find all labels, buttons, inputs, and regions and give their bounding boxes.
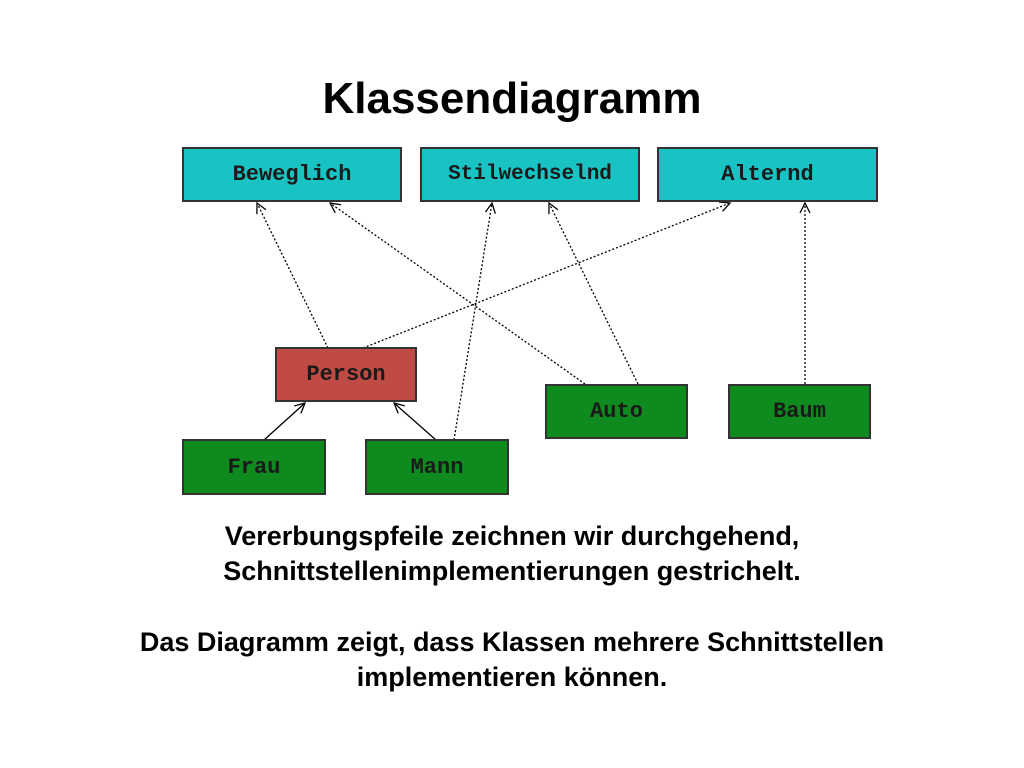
class-baum-label: Baum <box>773 399 826 424</box>
class-frau-label: Frau <box>227 454 281 480</box>
interface-beweglich-label: Beweglich <box>232 162 352 187</box>
explanation-line-2: Schnittstellenimplementierungen gestrich… <box>223 556 801 586</box>
interface-beweglich[interactable]: Beweglich <box>182 147 402 202</box>
explanation-line-4: implementieren können. <box>356 662 668 692</box>
explanation-line-1: Vererbungspfeile zeichnen wir durchgehen… <box>224 521 800 551</box>
class-auto[interactable]: Auto <box>545 384 688 439</box>
explanation-text-2: Das Diagramm zeigt, dass Klassen mehrere… <box>0 625 1024 695</box>
interface-alternd-label: Alternd <box>721 162 814 187</box>
class-mann[interactable]: Mann <box>365 439 509 495</box>
class-person[interactable]: Person <box>275 347 417 402</box>
interface-stilwechselnd[interactable]: Stilwechselnd <box>420 147 640 202</box>
class-auto-label: Auto <box>590 399 643 424</box>
frau-to-person-arrow <box>263 403 305 441</box>
person-to-alternd-dashed-arrow <box>362 203 730 349</box>
class-mann-label: Mann <box>410 454 464 480</box>
interface-alternd[interactable]: Alternd <box>657 147 878 202</box>
class-person-label: Person <box>306 362 386 387</box>
auto-to-beweglich-dashed-arrow <box>330 203 586 385</box>
explanation-text-1: Vererbungspfeile zeichnen wir durchgehen… <box>0 519 1024 589</box>
person-to-beweglich-dashed-arrow <box>257 203 329 349</box>
mann-to-person-arrow <box>394 403 437 441</box>
diagram-title: Klassendiagramm <box>322 74 702 123</box>
interface-stilwechselnd-label: Stilwechselnd <box>448 162 612 186</box>
explanation-line-3: Das Diagramm zeigt, dass Klassen mehrere… <box>139 627 885 657</box>
class-baum[interactable]: Baum <box>728 384 871 439</box>
mann-to-stilwechselnd-dashed-arrow <box>453 203 492 441</box>
auto-to-stilwechselnd-dashed-arrow <box>549 203 639 385</box>
class-frau[interactable]: Frau <box>182 439 326 495</box>
